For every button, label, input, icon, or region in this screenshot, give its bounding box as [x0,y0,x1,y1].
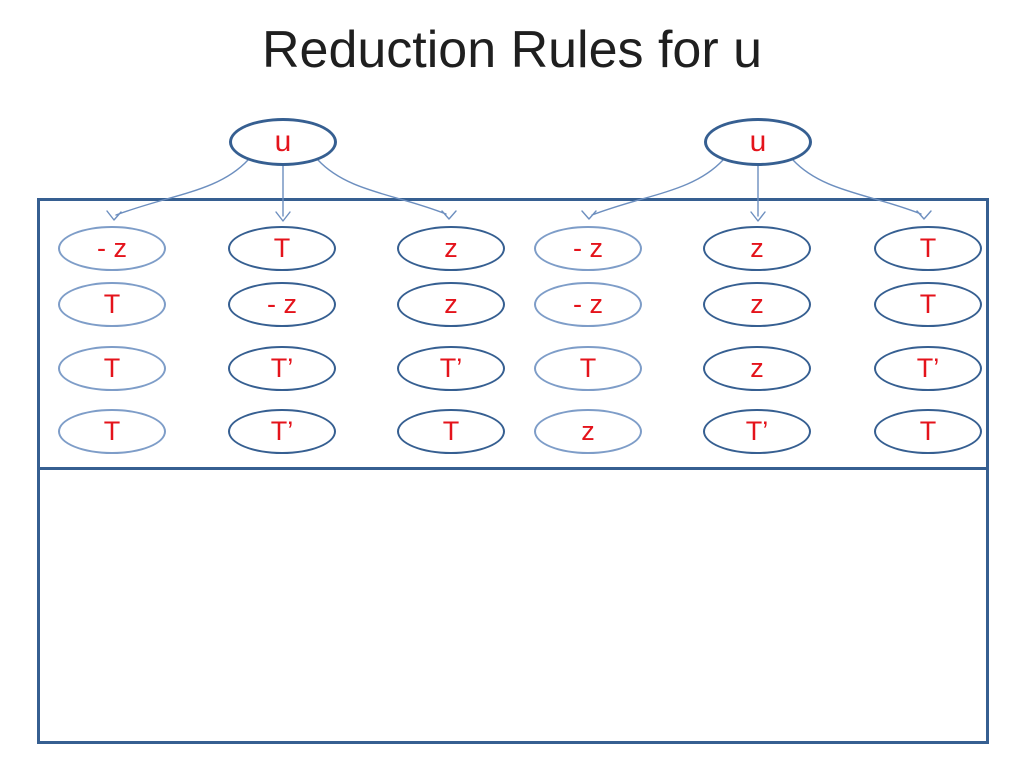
u-node-left: u [229,118,337,166]
u-node-right: u [704,118,812,166]
rules-panel [37,198,989,470]
grid-node-r4c2: T’ [228,409,336,454]
grid-node-r4c6: T [874,409,982,454]
grid-node-r3c5: z [703,346,811,391]
grid-node-r4c5: T’ [703,409,811,454]
grid-node-r3c3: T’ [397,346,505,391]
grid-node-r4c1: T [58,409,166,454]
grid-node-r3c2: T’ [228,346,336,391]
grid-node-r4c3: T [397,409,505,454]
empty-panel [37,470,989,744]
grid-node-r2c3: z [397,282,505,327]
grid-node-r2c6: T [874,282,982,327]
grid-node-r2c5: z [703,282,811,327]
grid-node-r2c2: - z [228,282,336,327]
grid-node-r2c4: - z [534,282,642,327]
grid-node-r4c4: z [534,409,642,454]
grid-node-r3c4: T [534,346,642,391]
grid-node-r1c2: T [228,226,336,271]
grid-node-r1c6: T [874,226,982,271]
grid-node-r2c1: T [58,282,166,327]
grid-node-r1c1: - z [58,226,166,271]
grid-node-r1c4: - z [534,226,642,271]
slide-title: Reduction Rules for u [261,21,763,79]
grid-node-r3c6: T’ [874,346,982,391]
grid-node-r1c3: z [397,226,505,271]
grid-node-r3c1: T [58,346,166,391]
grid-node-r1c5: z [703,226,811,271]
